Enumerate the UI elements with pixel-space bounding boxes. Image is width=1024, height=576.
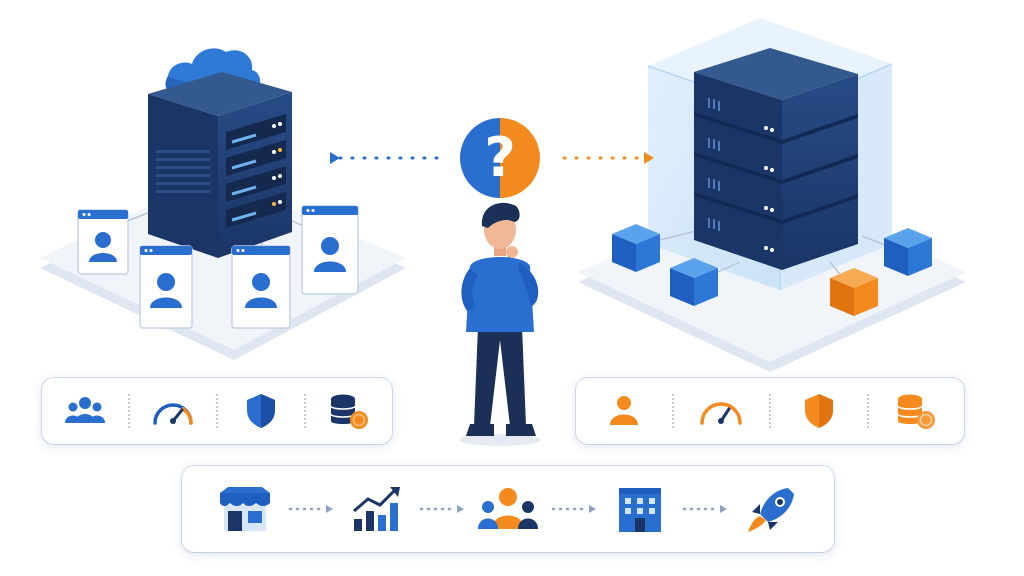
blue-cube-1 — [612, 224, 660, 272]
single-user-icon — [576, 378, 672, 444]
server-drive-bays — [226, 114, 286, 228]
journey-arrow-3 — [545, 504, 603, 514]
orange-cube — [830, 268, 878, 316]
server-vents-right — [708, 98, 720, 231]
left-dotted-arrow — [330, 152, 440, 164]
user-window-1 — [77, 209, 129, 275]
right-feature-panel — [576, 378, 964, 444]
office-building-icon — [603, 484, 677, 534]
team-icon — [471, 485, 545, 533]
storefront-icon — [208, 485, 282, 533]
thinking-person — [460, 202, 540, 446]
question-mark: ? — [484, 126, 515, 189]
database-coins-icon-right — [869, 378, 965, 444]
blue-cube-2 — [670, 258, 718, 306]
speedometer-icon — [130, 378, 216, 444]
server-vents — [156, 150, 210, 193]
user-window-3 — [231, 245, 291, 329]
right-dotted-arrow — [562, 152, 654, 164]
server-rack-left — [148, 72, 292, 258]
question-badge: ? — [460, 118, 540, 198]
growth-journey-panel — [182, 466, 834, 552]
server-rack-right — [694, 48, 858, 270]
shield-icon-right — [771, 378, 867, 444]
left-setup — [40, 48, 406, 360]
users-group-icon — [42, 378, 128, 444]
growth-chart-icon — [340, 485, 414, 533]
journey-arrow-2 — [414, 504, 472, 514]
database-coins-icon — [306, 378, 392, 444]
user-window-2 — [139, 245, 193, 329]
user-window-4 — [301, 205, 359, 295]
journey-arrow-4 — [677, 504, 735, 514]
right-setup — [578, 18, 966, 372]
blue-cube-3 — [884, 228, 932, 276]
rocket-icon — [734, 484, 808, 534]
speedometer-icon-right — [674, 378, 770, 444]
shield-icon — [218, 378, 304, 444]
journey-arrow-1 — [282, 504, 340, 514]
left-feature-panel — [42, 378, 392, 444]
